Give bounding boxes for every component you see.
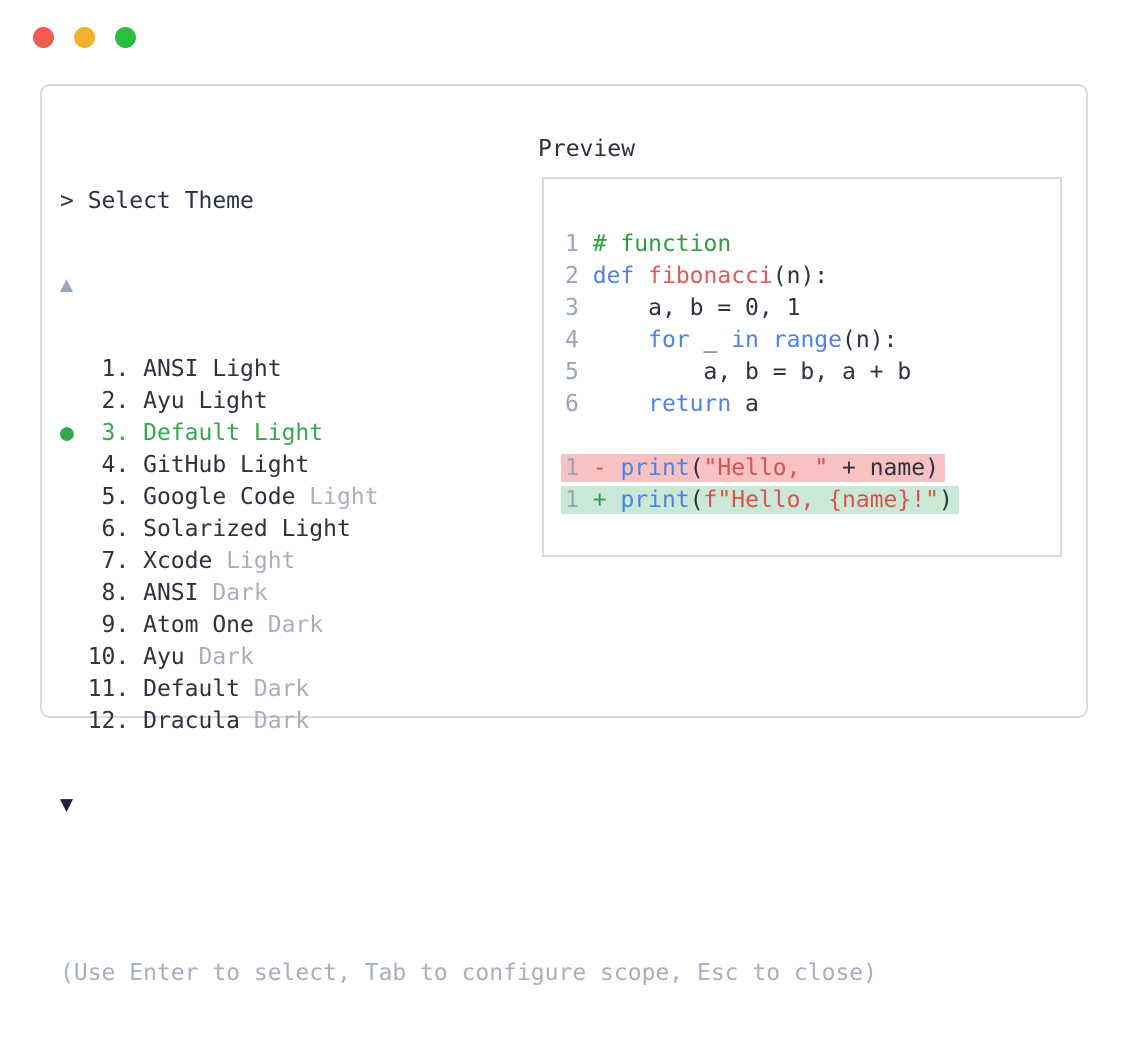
theme-name: Default <box>143 420 254 446</box>
selected-item-dot <box>60 388 88 414</box>
theme-variant: Dark <box>253 676 310 702</box>
theme-name: Ayu <box>143 644 199 670</box>
theme-variant: Light <box>253 420 324 446</box>
selected-item-dot <box>60 676 88 702</box>
theme-number: 3. <box>87 420 144 446</box>
selected-item-dot <box>60 516 88 542</box>
code-line-8: 1 - print("Hello, " + name) <box>561 452 1060 484</box>
preview-label: Preview <box>538 136 635 162</box>
theme-number: 5. <box>87 484 144 510</box>
theme-number: 11. <box>87 676 144 702</box>
theme-variant: Light <box>226 548 296 574</box>
keyboard-hints: (Use Enter to select, Tab to configure s… <box>60 960 877 986</box>
theme-variant: Dark <box>267 612 324 638</box>
theme-name: ANSI <box>143 580 213 606</box>
selected-item-dot <box>60 612 88 638</box>
selected-item-dot <box>60 356 88 382</box>
close-window-icon[interactable] <box>33 27 54 48</box>
scroll-up-icon[interactable]: ▲ <box>60 275 74 295</box>
maximize-window-icon[interactable] <box>115 27 136 48</box>
theme-option-8[interactable]: 8. ANSI Dark <box>60 577 877 609</box>
theme-variant: Dark <box>198 644 254 670</box>
theme-name: Atom One <box>143 612 268 638</box>
selected-item-dot <box>60 708 88 734</box>
code-line-5: 5 a, b = b, a + b <box>565 359 912 385</box>
theme-option-5[interactable]: 5. Google Code Light <box>60 481 877 513</box>
preview-pane: 1 # function 2 def fibonacci(n): 3 a, b = … <box>542 177 1062 557</box>
theme-option-10[interactable]: 10. Ayu Dark <box>60 641 877 673</box>
theme-option-11[interactable]: 11. Default Dark <box>60 673 877 705</box>
theme-list: 1. ANSI Light 2. Ayu Light● 3. Default L… <box>60 353 877 737</box>
theme-number: 8. <box>87 580 144 606</box>
theme-option-1[interactable]: 1. ANSI Light <box>60 353 877 385</box>
theme-name: Xcode <box>143 548 227 574</box>
theme-variant: Dark <box>253 708 310 734</box>
scroll-down-icon[interactable]: ▼ <box>60 795 74 815</box>
theme-name: Ayu <box>143 388 199 414</box>
theme-name: Dracula <box>143 708 254 734</box>
theme-name: Google Code <box>143 484 310 510</box>
selected-item-dot: ● <box>60 420 88 446</box>
spacer-row <box>60 873 877 905</box>
diff-added-line: 1 + print(f"Hello, {name}!") <box>561 486 959 514</box>
selected-item-dot <box>60 580 88 606</box>
theme-name: GitHub <box>143 452 241 478</box>
theme-option-12[interactable]: 12. Dracula Dark <box>60 705 877 737</box>
theme-number: 6. <box>87 516 144 542</box>
theme-variant: Dark <box>212 580 268 606</box>
selected-item-dot <box>60 452 88 478</box>
code-line-7 <box>565 420 1060 452</box>
theme-option-9[interactable]: 9. Atom One Dark <box>60 609 877 641</box>
code-line-6: 6 return a <box>565 391 759 417</box>
minimize-window-icon[interactable] <box>74 27 95 48</box>
theme-name: Default <box>143 676 254 702</box>
select-theme-prompt: > Select Theme <box>60 188 254 214</box>
selected-item-dot <box>60 644 88 670</box>
theme-option-4[interactable]: 4. GitHub Light <box>60 449 877 481</box>
selected-item-dot <box>60 484 88 510</box>
theme-number: 10. <box>87 644 144 670</box>
code-line-4: 4 for _ in range(n): <box>565 327 898 353</box>
theme-variant: Light <box>198 388 268 414</box>
theme-name: Solarized <box>143 516 282 542</box>
theme-variant: Light <box>240 452 310 478</box>
theme-number: 9. <box>87 612 144 638</box>
theme-variant: Light <box>212 356 282 382</box>
theme-option-7[interactable]: 7. Xcode Light <box>60 545 877 577</box>
theme-option-3[interactable]: ● 3. Default Light <box>60 417 877 449</box>
theme-option-2[interactable]: 2. Ayu Light <box>60 385 877 417</box>
theme-number: 2. <box>87 388 144 414</box>
code-line-3: 3 a, b = 0, 1 <box>565 295 801 321</box>
theme-number: 12. <box>87 708 144 734</box>
theme-variant: Light <box>281 516 351 542</box>
theme-number: 4. <box>87 452 144 478</box>
theme-name: ANSI <box>143 356 213 382</box>
window-controls <box>33 27 136 48</box>
theme-number: 7. <box>87 548 144 574</box>
code-line-1: 1 # function <box>565 231 732 257</box>
theme-number: 1. <box>87 356 144 382</box>
code-line-2: 2 def fibonacci(n): <box>565 263 829 289</box>
code-line-9: 1 + print(f"Hello, {name}!") <box>561 484 1060 516</box>
diff-removed-line: 1 - print("Hello, " + name) <box>561 454 945 482</box>
selected-item-dot <box>60 548 88 574</box>
code-preview: 1 # function 2 def fibonacci(n): 3 a, b = … <box>544 179 1060 516</box>
theme-picker-panel: > Select Theme ▲ 1. ANSI Light 2. Ayu Li… <box>40 84 1088 986</box>
theme-variant: Light <box>309 484 379 510</box>
theme-option-6[interactable]: 6. Solarized Light <box>60 513 877 545</box>
